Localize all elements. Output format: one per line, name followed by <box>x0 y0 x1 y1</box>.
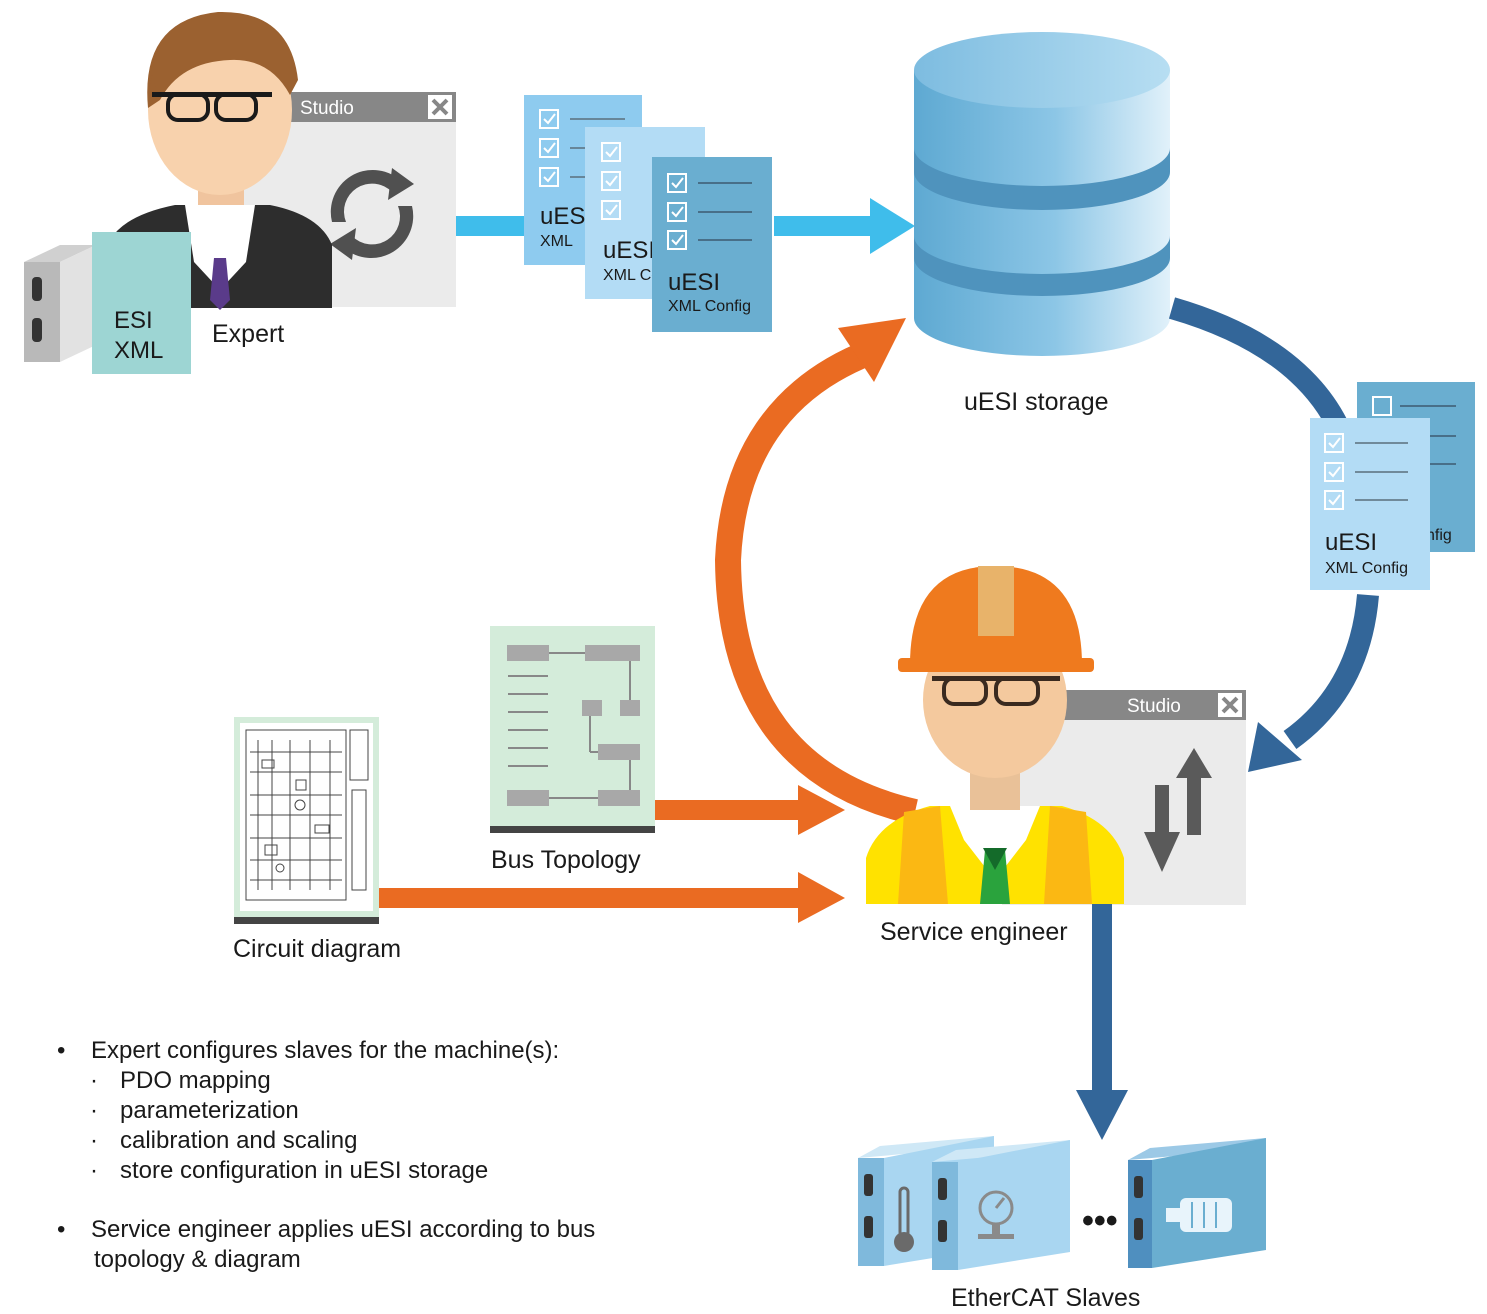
expert-group: Studio <box>24 11 456 374</box>
note-sub-item-text: PDO mapping <box>120 1067 271 1094</box>
note-item-1: • Expert configures slaves for the machi… <box>57 1036 697 1066</box>
bus-topology-doc[interactable] <box>490 626 655 833</box>
close-icon[interactable] <box>1218 693 1242 717</box>
note-sub-item: · calibration and scaling <box>57 1126 697 1156</box>
note-sub-item-text: parameterization <box>120 1097 299 1124</box>
sub-bullet-dot: · <box>90 1127 98 1154</box>
expert-studio-title: Studio <box>300 98 354 119</box>
service-studio-title: Studio <box>1127 696 1181 717</box>
esi-doc-sub: XML <box>114 337 163 364</box>
ethercat-slaves-label: EtherCAT Slaves <box>951 1284 1140 1312</box>
right-back-doc-sub: nfig <box>1426 527 1452 544</box>
uesi-doc-3-sub: XML Config <box>668 298 751 315</box>
circuit-diagram-doc[interactable] <box>234 717 379 924</box>
sub-bullet-dot: · <box>90 1067 98 1094</box>
note-item-2-line2: topology & diagram <box>94 1246 301 1273</box>
service-engineer-label: Service engineer <box>880 918 1068 946</box>
note-sub-item: · PDO mapping <box>57 1066 697 1096</box>
sub-bullet-dot: · <box>90 1097 98 1124</box>
right-uesi-docs: nfig uESI XML Config <box>1310 382 1475 590</box>
right-uesi-front-doc[interactable]: uESI XML Config <box>1310 418 1430 590</box>
note-item-1-text: Expert configures slaves for the machine… <box>91 1037 560 1064</box>
expert-label: Expert <box>212 320 284 348</box>
expert-device-icon <box>24 245 96 362</box>
database-icon[interactable] <box>914 32 1170 356</box>
uesi-doc-3-title: uESI <box>668 269 720 296</box>
notes-list: • Expert configures slaves for the machi… <box>57 1036 697 1275</box>
bus-topology-arrow <box>655 785 845 835</box>
upload-from-engineer-arrow <box>714 318 918 825</box>
note-sub-item: · store configuration in uESI storage <box>57 1156 697 1186</box>
ethercat-slaves: ••• <box>858 1136 1266 1270</box>
pressure-slave-icon[interactable] <box>932 1140 1070 1270</box>
note-sub-item-text: calibration and scaling <box>120 1127 358 1154</box>
uesi-doc-1-sub: XML <box>540 233 573 250</box>
esi-doc-title: ESI <box>114 307 153 334</box>
storage-label: uESI storage <box>964 388 1109 416</box>
uesi-doc-1-title: uESI <box>540 203 592 230</box>
slaves-ellipsis: ••• <box>1082 1202 1118 1240</box>
sync-icon <box>330 168 414 260</box>
right-doc-sub: XML Config <box>1325 560 1408 577</box>
download-to-engineer-arrow <box>1168 297 1379 772</box>
service-engineer-avatar <box>866 566 1124 904</box>
uesi-doc-3[interactable]: uESI XML Config <box>652 157 772 332</box>
bullet-dot: • <box>57 1037 66 1064</box>
bus-topology-label: Bus Topology <box>491 846 641 874</box>
apply-to-slaves-arrow <box>1076 904 1128 1140</box>
upload-arrow <box>456 198 915 254</box>
motor-slave-icon[interactable] <box>1128 1138 1266 1268</box>
uesi-doc-stack: uESI XML uESI XML Config uESI XML Config <box>524 95 772 332</box>
note-sub-item: · parameterization <box>57 1096 697 1126</box>
esi-xml-doc[interactable]: ESI XML <box>92 232 191 374</box>
note-item-2: • Service engineer applies uESI accordin… <box>57 1215 697 1275</box>
expert-avatar <box>98 11 332 310</box>
sub-bullet-dot: · <box>90 1157 98 1184</box>
service-engineer-group: Studio <box>866 566 1246 946</box>
bullet-dot: • <box>57 1216 66 1243</box>
note-sub-item-text: store configuration in uESI storage <box>120 1157 489 1184</box>
right-doc-title: uESI <box>1325 529 1377 556</box>
circuit-diagram-arrow <box>379 872 845 923</box>
circuit-diagram-label: Circuit diagram <box>233 935 401 963</box>
close-icon[interactable] <box>428 95 452 119</box>
transfer-arrows-icon <box>1144 748 1212 872</box>
note-item-2-line1: Service engineer applies uESI according … <box>91 1216 596 1243</box>
uesi-doc-2-title: uESI <box>603 237 655 264</box>
